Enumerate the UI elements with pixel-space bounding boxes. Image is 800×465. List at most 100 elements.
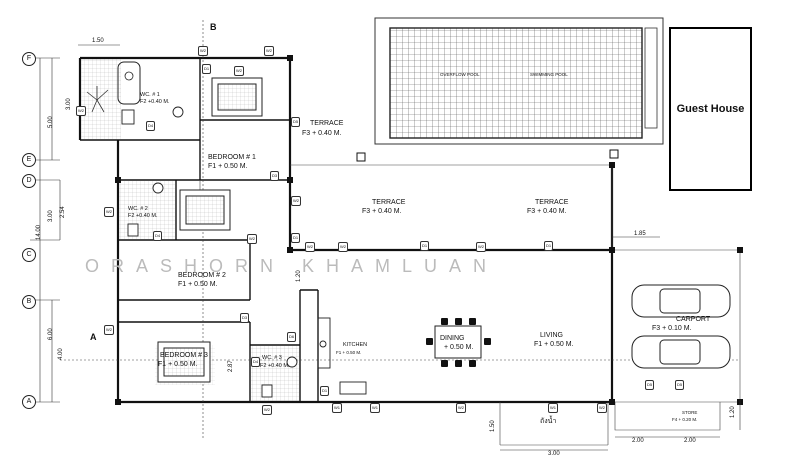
door-tag: D4 [251,357,261,367]
window-tag: W2 [104,207,114,217]
dim-left-300: 3.00 [66,98,72,110]
dim-mid-120: 1.20 [296,270,302,282]
terrace-mid-level: F3 + 0.40 M. [362,208,402,215]
section-mark-top: B [210,22,217,32]
window-tag: W2 [291,196,301,206]
bedroom3-name: BEDROOM # 3 [160,352,208,359]
beds [157,77,263,383]
store-name: STORE [682,410,698,415]
terrace-top-name: TERRACE [310,120,344,127]
door-tag: D5 [291,117,301,127]
window-tag: W2 [476,242,486,252]
window-tag: W1 [370,403,380,413]
door-tag: D4 [153,231,163,241]
door-tag: D6 [287,332,297,342]
dim-left-400: 4.00 [58,348,64,360]
window-tag: W2 [262,405,272,415]
dim-left-500: 5.00 [48,116,54,128]
door-tag: D5 [675,380,685,390]
grid-line-E-marker: E [22,153,36,167]
guest-house-box: Guest House [669,27,752,191]
window-tag: W2 [234,66,244,76]
window-tag: W2 [456,403,466,413]
dim-left-254: 2.54 [60,206,66,218]
window-tag: W1 [548,403,558,413]
dim-left-600: 6.00 [48,328,54,340]
wc2-level: F2 +0.40 M. [128,213,158,219]
store-level: F4 + 0.20 M. [672,417,698,422]
dim-top-150: 1.50 [92,38,104,44]
dining-level: + 0.50 M. [444,344,474,351]
door-tag: D1 [202,64,212,74]
door-tag: D1 [320,386,330,396]
wc3-floor [251,346,299,401]
window-tag: W1 [332,403,342,413]
window-tag: W2 [76,106,86,116]
kitchen-level: F1 + 0.50 M. [336,350,362,355]
bathtub [117,61,141,105]
living-level: F1 + 0.50 M. [534,341,574,348]
carport-name: CARPORT [676,316,711,323]
sanitary-fixtures [121,106,298,398]
wc1-level: F2 +0.40 M. [140,99,170,105]
grid-line-B-marker: B [22,295,36,309]
interior-walls [80,58,319,402]
window-tag: W2 [305,242,315,252]
wc1-shower-floor [81,59,121,139]
window-tag: W2 [104,325,114,335]
bedroom2-name: BEDROOM # 2 [178,272,226,279]
bedroom3-level: F1 + 0.50 M. [158,361,198,368]
dim-bottom-200a: 2.00 [632,438,644,444]
grid-line-F-marker: F [22,52,36,66]
dim-left-1400: 14.00 [36,224,42,240]
dim-left-300b: 3.00 [48,210,54,222]
dim-right-185: 1.85 [634,231,646,237]
terrace-top-level: F3 + 0.40 M. [302,130,342,137]
dim-mid-287: 2.87 [228,360,234,372]
wc2-name: WC. # 2 [128,206,148,212]
dim-bottom-150: 1.50 [490,420,496,432]
door-tag: D1 [420,241,430,251]
pool-label-overflow: OVERFLOW POOL [440,72,480,77]
wc3-name: WC. # 3 [262,355,282,361]
window-tag: W2 [247,234,257,244]
window-tag: W2 [198,46,208,56]
cars [631,284,731,369]
window-tag: W2 [597,403,607,413]
door-tag: D3 [240,313,250,323]
dining-table [426,318,491,367]
wc3-level: F2 +0.40 M. [260,363,290,369]
dimension-lines [30,44,741,451]
terrace-mid-name: TERRACE [372,199,406,206]
door-tag: D1 [291,233,301,243]
watermark-text: ORASHORN KHAMLUAN [85,256,499,276]
carport-level: F3 + 0.10 M. [652,325,692,332]
window-tag: W2 [264,46,274,56]
water-tank-label: ถังน้ำ [540,418,557,425]
kitchen-name: KITCHEN [343,342,368,348]
guest-house-label: Guest House [676,102,745,115]
door-tag: D3 [270,171,280,181]
living-name: LIVING [540,332,563,339]
bedroom1-name: BEDROOM # 1 [208,154,256,161]
dim-bottom-200b: 2.00 [684,438,696,444]
terrace-right-name: TERRACE [535,199,569,206]
dim-right-120: 1.20 [730,406,736,418]
dim-bottom-300: 3.00 [548,451,560,457]
dining-name: DINING [440,335,465,342]
door-tag: D1 [544,241,554,251]
grid-line-C-marker: C [22,248,36,262]
kitchen-counter [317,317,367,395]
swimming-pool [374,17,664,145]
terrace-right-level: F3 + 0.40 M. [527,208,567,215]
window-tag: W2 [338,242,348,252]
wc1-name: WC. # 1 [140,92,160,98]
pool-label-swimming: SWIMMING POOL [530,72,568,77]
grid-line-A-marker: A [22,395,36,409]
grid-line-D-marker: D [22,174,36,188]
section-mark-left: A [90,332,97,342]
plant-icon [86,86,109,113]
bedroom1-level: F1 + 0.50 M. [208,163,248,170]
